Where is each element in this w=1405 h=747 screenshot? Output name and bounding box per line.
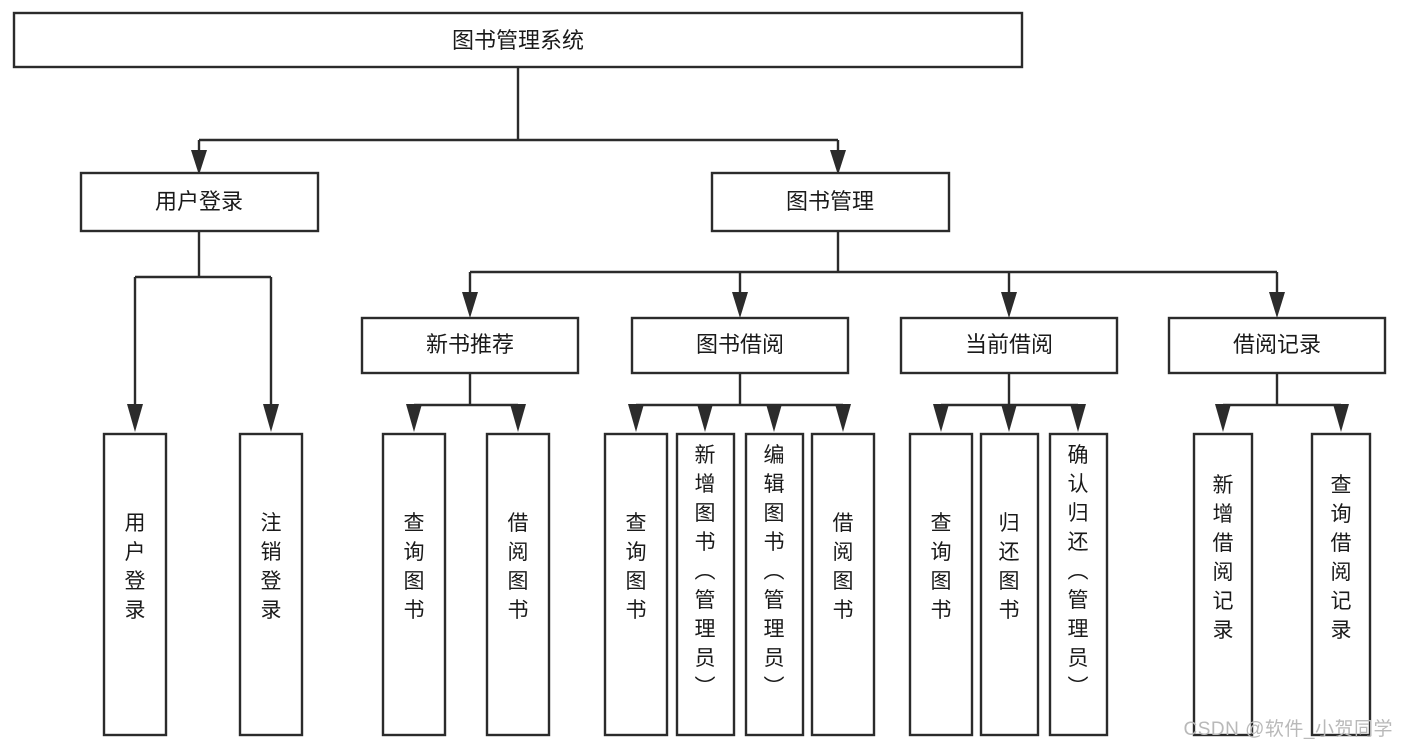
node-leaf-logout-box[interactable] (238, 432, 304, 737)
arrow-to-leaf-query-record (1333, 404, 1349, 432)
connector-login-bus (133, 231, 273, 405)
node-records-box[interactable] (1167, 316, 1387, 375)
node-leaf-confirm-return-box[interactable] (1048, 432, 1109, 737)
node-root[interactable]: 图书管理系统 (12, 11, 1024, 69)
node-leaf-add-book-box[interactable] (675, 432, 736, 737)
node-root-box[interactable] (12, 11, 1024, 69)
connector-bookmgmt-bus (468, 231, 1279, 292)
arrow-to-leaf-query-book-1 (406, 404, 422, 432)
node-newbook-label: 新书推荐 (426, 332, 514, 357)
node-borrow[interactable]: 图书借阅 (630, 316, 850, 375)
node-leaf-logout[interactable]: 注销登录 (238, 432, 304, 737)
node-leaf-edit-book-box[interactable] (744, 432, 805, 737)
node-newbook-box[interactable] (360, 316, 580, 375)
node-leaf-borrow-book-2-label: 借阅图书 (833, 512, 854, 622)
node-leaf-user-login-label: 用户登录 (125, 512, 146, 622)
arrow-to-leaf-return-book (1001, 404, 1017, 432)
node-current-box[interactable] (899, 316, 1119, 375)
arrow-to-bookmgmt (830, 150, 846, 175)
node-leaf-borrow-book-1[interactable]: 借阅图书 (485, 432, 551, 737)
arrow-to-login (191, 150, 207, 175)
node-leaf-edit-book-label: 编辑图书︵管理员︶ (764, 444, 785, 699)
node-leaf-add-book[interactable]: 新增图书︵管理员︶ (675, 432, 736, 737)
node-leaf-add-record-label: 新增借阅记录 (1213, 474, 1234, 642)
node-leaf-logout-label: 注销登录 (261, 512, 282, 622)
node-current-label: 当前借阅 (965, 332, 1053, 357)
connector-newbook-bus (412, 373, 520, 412)
node-leaf-return-book[interactable]: 归还图书 (979, 432, 1040, 737)
node-newbook[interactable]: 新书推荐 (360, 316, 580, 375)
arrow-to-leaf-user-login (127, 404, 143, 432)
arrow-to-leaf-logout (263, 404, 279, 432)
node-leaf-borrow-book-2[interactable]: 借阅图书 (810, 432, 876, 737)
arrow-to-records (1269, 292, 1285, 318)
node-leaf-user-login-box[interactable] (102, 432, 168, 737)
connector-borrow-bus (634, 373, 845, 412)
node-login-label: 用户登录 (155, 189, 243, 214)
node-leaf-query-book-2-box[interactable] (603, 432, 669, 737)
arrow-to-newbook (462, 292, 478, 318)
connector-records-bus (1221, 373, 1343, 412)
node-borrow-box[interactable] (630, 316, 850, 375)
arrow-to-leaf-query-book-2 (628, 404, 644, 432)
node-leaf-query-book-2-label: 查询图书 (626, 512, 647, 622)
node-records[interactable]: 借阅记录 (1167, 316, 1387, 375)
arrow-to-leaf-query-book-3 (933, 404, 949, 432)
node-records-label: 借阅记录 (1233, 332, 1321, 357)
arrow-to-leaf-confirm-return (1070, 404, 1086, 432)
node-leaf-borrow-book-2-box[interactable] (810, 432, 876, 737)
node-leaf-query-book-1-label: 查询图书 (404, 512, 425, 622)
arrow-to-borrow (732, 292, 748, 318)
arrow-to-current (1001, 292, 1017, 318)
node-borrow-label: 图书借阅 (696, 332, 784, 357)
node-leaf-return-book-label: 归还图书 (999, 512, 1020, 622)
node-leaf-return-book-box[interactable] (979, 432, 1040, 737)
node-leaf-add-record-box[interactable] (1192, 432, 1254, 737)
node-leaf-confirm-return[interactable]: 确认归还︵管理员︶ (1048, 432, 1109, 737)
node-leaf-add-book-label: 新增图书︵管理员︶ (695, 444, 716, 699)
node-leaf-query-book-3[interactable]: 查询图书 (908, 432, 974, 737)
node-bookmgmt-box[interactable] (710, 171, 951, 233)
node-login-box[interactable] (79, 171, 320, 233)
node-bookmgmt-label: 图书管理 (786, 189, 874, 214)
connector-root-bus (197, 67, 840, 165)
node-login[interactable]: 用户登录 (79, 171, 320, 233)
arrow-to-leaf-add-book (697, 404, 713, 432)
arrow-to-leaf-borrow-book-2 (835, 404, 851, 432)
node-root-label: 图书管理系统 (452, 28, 584, 53)
node-leaf-query-book-3-label: 查询图书 (931, 512, 952, 622)
arrow-to-leaf-edit-book (766, 404, 782, 432)
node-leaf-edit-book[interactable]: 编辑图书︵管理员︶ (744, 432, 805, 737)
node-leaf-user-login[interactable]: 用户登录 (102, 432, 168, 737)
node-leaf-borrow-book-1-box[interactable] (485, 432, 551, 737)
node-leaf-query-book-1-box[interactable] (381, 432, 447, 737)
node-leaf-add-record[interactable]: 新增借阅记录 (1192, 432, 1254, 737)
node-current[interactable]: 当前借阅 (899, 316, 1119, 375)
node-leaf-query-book-3-box[interactable] (908, 432, 974, 737)
node-leaf-query-record[interactable]: 查询借阅记录 (1310, 432, 1372, 737)
node-bookmgmt[interactable]: 图书管理 (710, 171, 951, 233)
node-leaf-confirm-return-label: 确认归还︵管理员︶ (1068, 444, 1089, 699)
connector-layer (127, 67, 1349, 432)
node-leaf-borrow-book-1-label: 借阅图书 (508, 512, 529, 622)
node-leaf-query-record-label: 查询借阅记录 (1331, 474, 1352, 642)
node-leaf-query-book-2[interactable]: 查询图书 (603, 432, 669, 737)
arrow-to-leaf-borrow-book-1 (510, 404, 526, 432)
node-leaf-query-book-1[interactable]: 查询图书 (381, 432, 447, 737)
node-leaf-query-record-box[interactable] (1310, 432, 1372, 737)
arrow-to-leaf-add-record (1215, 404, 1231, 432)
